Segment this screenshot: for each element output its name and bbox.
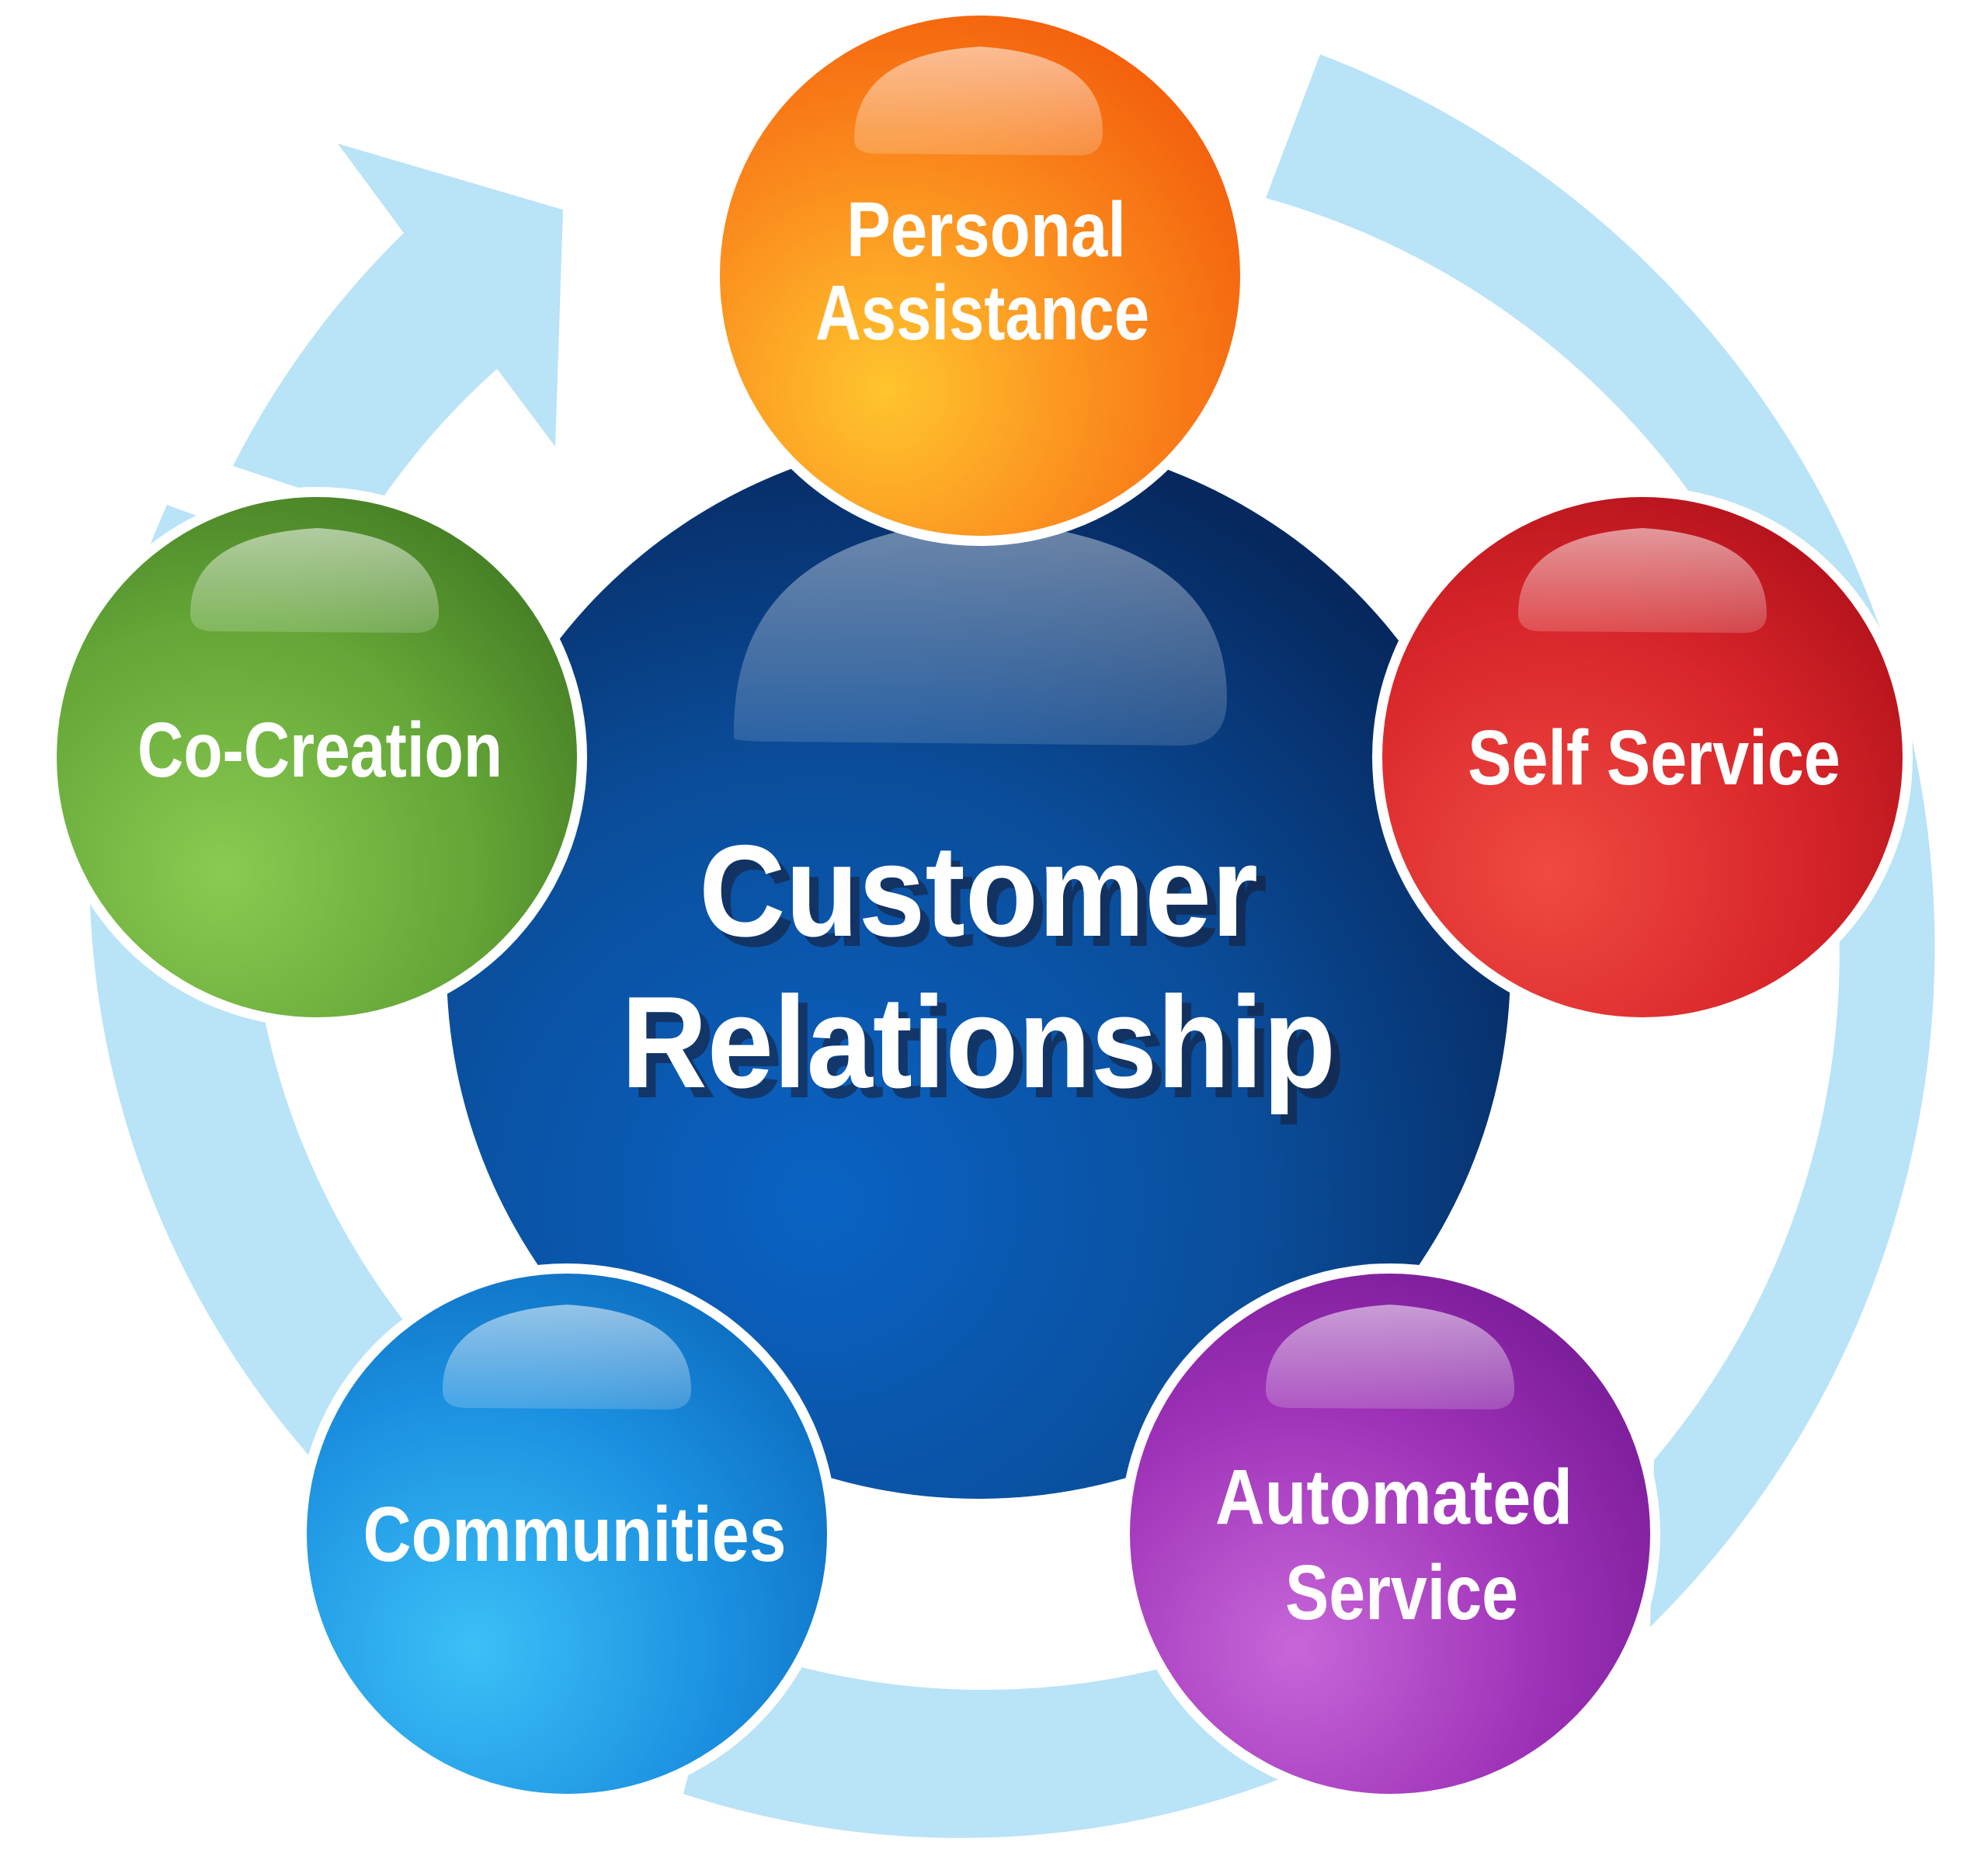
node-co-creation-gloss bbox=[190, 528, 439, 633]
node-self-service: Self Service bbox=[1372, 487, 1913, 1027]
node-automated-service: Automated Service bbox=[1120, 1263, 1660, 1804]
center-node: Customer Customer Relationship Relations… bbox=[447, 435, 1510, 1499]
node-co-creation-label: Co-Creation bbox=[137, 707, 502, 794]
node-personal-assistance-gloss bbox=[854, 47, 1103, 155]
node-personal-assistance-label-line1: Personal bbox=[846, 186, 1126, 273]
cycle-ring-bottom bbox=[683, 1460, 1600, 1838]
center-label-line1-shadow: Customer bbox=[708, 828, 1267, 974]
node-automated-service-circle bbox=[1130, 1274, 1650, 1794]
center-circle bbox=[447, 435, 1510, 1499]
node-communities: Communities bbox=[297, 1263, 837, 1804]
node-co-creation-circle bbox=[57, 497, 577, 1017]
cycle-ring bbox=[1266, 54, 1935, 1627]
node-self-service-gloss bbox=[1518, 528, 1767, 633]
center-label-line1: Customer bbox=[699, 818, 1258, 964]
center-label-line2-shadow: Relationship bbox=[631, 979, 1345, 1125]
node-self-service-label: Self Service bbox=[1468, 714, 1840, 801]
node-co-creation: Co-Creation bbox=[47, 487, 587, 1027]
node-self-service-circle bbox=[1382, 497, 1903, 1017]
center-label-line2: Relationship bbox=[621, 969, 1336, 1115]
node-personal-assistance-label-line2: Assistance bbox=[815, 269, 1149, 356]
node-communities-circle bbox=[307, 1274, 827, 1794]
node-communities-label: Communities bbox=[363, 1491, 787, 1578]
node-personal-assistance: Personal Assistance bbox=[710, 5, 1250, 546]
node-communities-gloss bbox=[443, 1305, 691, 1409]
node-automated-service-label-line2: Service bbox=[1285, 1549, 1518, 1636]
node-automated-service-label-line1: Automated bbox=[1215, 1454, 1573, 1541]
node-automated-service-gloss bbox=[1266, 1305, 1514, 1409]
cycle-arrow-head-icon bbox=[233, 144, 563, 513]
node-personal-assistance-circle bbox=[720, 16, 1240, 536]
center-gloss bbox=[733, 520, 1227, 746]
